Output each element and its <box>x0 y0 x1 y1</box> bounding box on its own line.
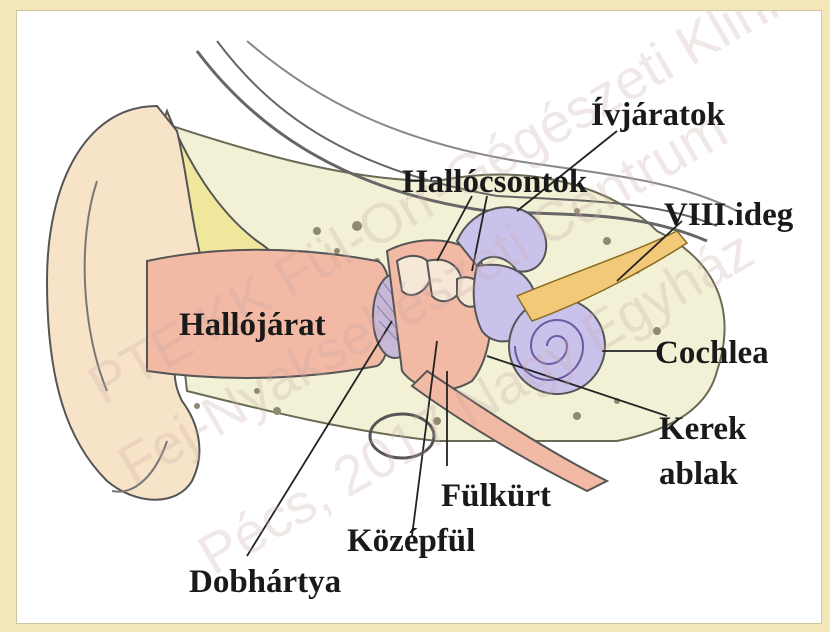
label-dobhartya: Dobhártya <box>189 566 341 599</box>
label-fulkurt: Fülkürt <box>441 480 551 513</box>
label-cochlea: Cochlea <box>655 337 769 370</box>
label-viii-ideg: VIII.ideg <box>664 199 793 232</box>
label-hallocsontok: Hallócsontok <box>402 166 587 199</box>
label-hallojarat: Hallójárat <box>179 309 326 342</box>
label-kozepful: Középfül <box>347 525 475 558</box>
label-ablak: ablak <box>659 458 738 491</box>
label-kerek: Kerek <box>659 413 746 446</box>
diagram-panel: PTE KK Fül-Orr-Gégészeti Klinika Fej-Nya… <box>16 10 822 624</box>
label-ivjaratok: Ívjáratok <box>591 99 725 132</box>
